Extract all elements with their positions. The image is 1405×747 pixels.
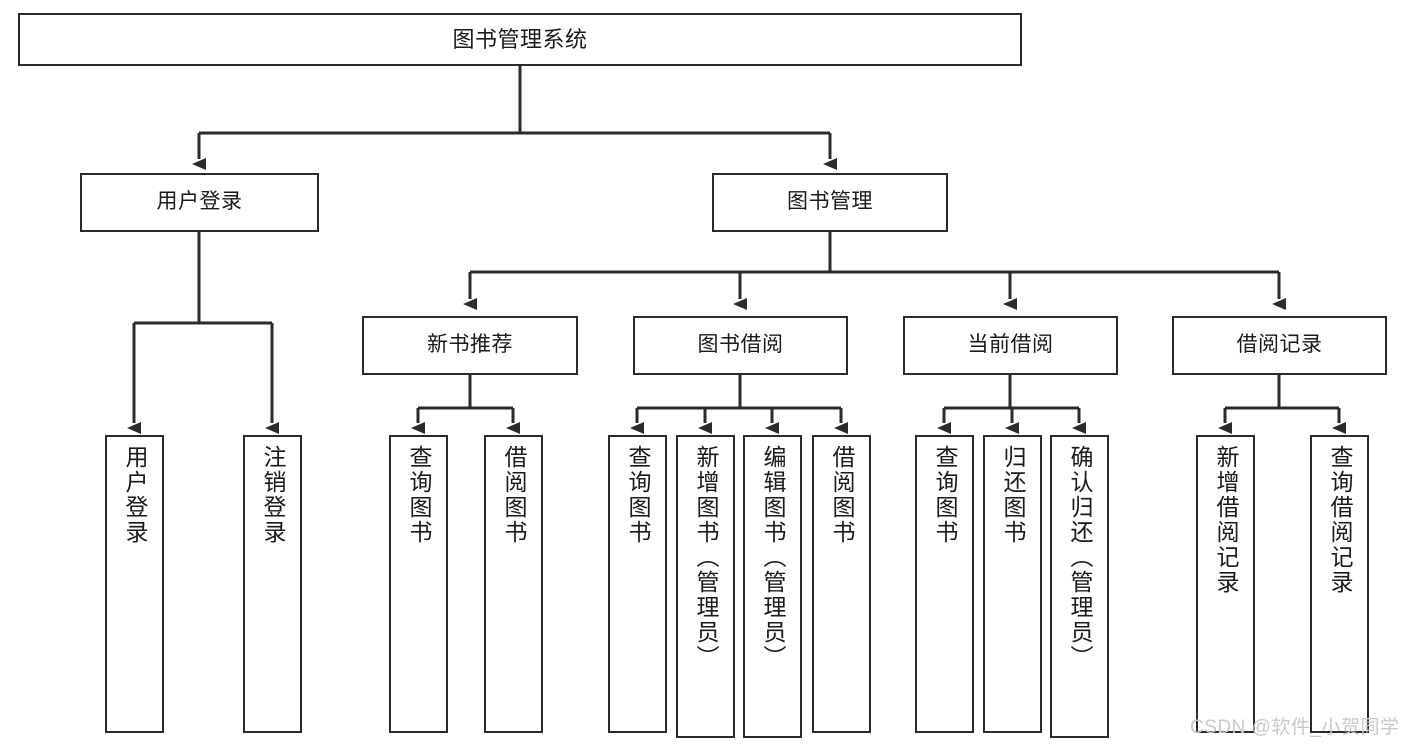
node-label: 编辑图书（管理员） <box>761 445 784 670</box>
node-label: 查询图书 <box>933 445 956 545</box>
node-label: 图书借阅 <box>698 334 784 356</box>
leaf-rec-borrow-book[interactable]: 借阅图书 <box>484 435 543 733</box>
node-label: 图书管理 <box>787 191 873 213</box>
node-label: 新增借阅记录 <box>1214 445 1237 595</box>
node-label: 用户登录 <box>157 191 243 213</box>
leaf-current-return-book[interactable]: 归还图书 <box>983 435 1042 733</box>
node-label: 新增图书（管理员） <box>694 445 717 670</box>
node-label: 用户登录 <box>123 445 146 545</box>
node-label: 查询图书 <box>626 445 649 545</box>
leaf-rec-query-book[interactable]: 查询图书 <box>389 435 448 733</box>
node-label: 查询图书 <box>407 445 430 545</box>
node-label: 当前借阅 <box>968 334 1054 356</box>
leaf-borrow-add-book-admin[interactable]: 新增图书（管理员） <box>676 435 735 738</box>
node-book-management[interactable]: 图书管理 <box>712 173 948 232</box>
node-label: 借阅图书 <box>830 445 853 545</box>
node-label: 查询借阅记录 <box>1328 445 1351 595</box>
leaf-borrow-query-book[interactable]: 查询图书 <box>608 435 667 733</box>
node-label: 确认归还（管理员） <box>1068 445 1091 670</box>
node-label: 注销登录 <box>261 445 284 545</box>
leaf-user-logout[interactable]: 注销登录 <box>243 435 302 733</box>
leaf-current-query-book[interactable]: 查询图书 <box>915 435 974 733</box>
leaf-borrow-edit-book-admin[interactable]: 编辑图书（管理员） <box>743 435 802 738</box>
node-current-borrow[interactable]: 当前借阅 <box>903 316 1118 375</box>
leaf-record-add-record[interactable]: 新增借阅记录 <box>1196 435 1255 733</box>
node-label: 借阅图书 <box>502 445 525 545</box>
leaf-user-login[interactable]: 用户登录 <box>105 435 164 733</box>
node-label: 新书推荐 <box>427 334 513 356</box>
node-label: 借阅记录 <box>1237 334 1323 356</box>
csdn-watermark: CSDN @软件_小贺同学 <box>1190 712 1399 739</box>
node-root-system[interactable]: 图书管理系统 <box>18 13 1022 66</box>
node-book-borrow[interactable]: 图书借阅 <box>633 316 848 375</box>
leaf-current-confirm-return-admin[interactable]: 确认归还（管理员） <box>1050 435 1109 738</box>
leaf-record-query-record[interactable]: 查询借阅记录 <box>1310 435 1369 733</box>
node-label: 图书管理系统 <box>452 28 587 51</box>
node-new-book-recommend[interactable]: 新书推荐 <box>362 316 578 375</box>
node-borrow-record[interactable]: 借阅记录 <box>1172 316 1387 375</box>
leaf-borrow-borrow-book[interactable]: 借阅图书 <box>812 435 871 733</box>
node-label: 归还图书 <box>1001 445 1024 545</box>
node-user-login[interactable]: 用户登录 <box>80 173 319 232</box>
